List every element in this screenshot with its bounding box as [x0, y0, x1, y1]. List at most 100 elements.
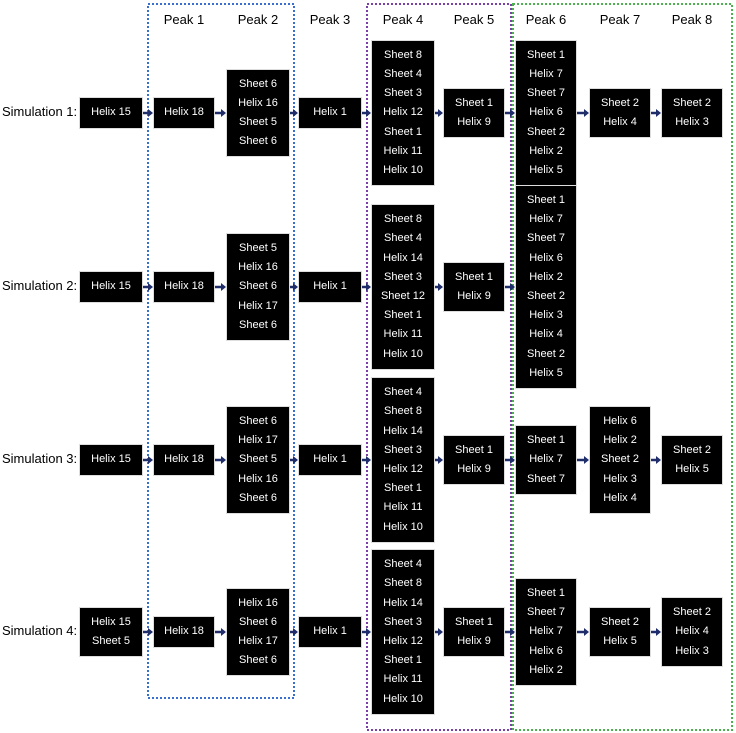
structure-element: Helix 15	[91, 280, 131, 293]
peak-header-5: Peak 5	[453, 12, 495, 27]
structure-element: Sheet 1	[455, 615, 493, 628]
structure-element: Sheet 7	[527, 472, 565, 485]
structure-element: Helix 18	[164, 453, 204, 466]
arrow-head	[438, 628, 443, 636]
structure-element: Helix 5	[529, 366, 563, 379]
arrow-head	[656, 628, 661, 636]
arrow-head	[438, 456, 443, 464]
arrow-head	[366, 456, 371, 464]
structure-element: Sheet 6	[239, 414, 277, 427]
arrow-head	[584, 456, 589, 464]
simulation-label-4: Simulation 4:	[2, 623, 78, 638]
structure-element: Helix 2	[529, 663, 563, 676]
structure-element: Sheet 1	[455, 443, 493, 456]
simulation-label-2: Simulation 2:	[2, 278, 78, 293]
simulation-label-3: Simulation 3:	[2, 451, 78, 466]
peaks-4-5-region	[366, 3, 512, 731]
state-box: Helix 15	[80, 98, 142, 128]
state-box: Helix 15	[80, 272, 142, 302]
structure-element: Helix 18	[164, 625, 204, 638]
structure-element: Helix 10	[383, 164, 423, 176]
structure-element: Sheet 5	[92, 634, 130, 647]
structure-element: Helix 10	[383, 520, 423, 533]
state-box: Helix 1	[299, 272, 361, 302]
structure-element: Helix 12	[383, 462, 423, 475]
structure-element: Sheet 6	[239, 135, 277, 148]
structure-element: Helix 9	[457, 634, 491, 647]
arrow-head	[293, 283, 298, 291]
structure-element: Helix 3	[529, 309, 563, 322]
structure-element: Helix 16	[238, 96, 278, 109]
structure-element: Helix 16	[238, 472, 278, 485]
arrow-head	[148, 109, 153, 117]
structure-element: Helix 2	[529, 270, 563, 283]
peak-header-1: Peak 1	[163, 12, 205, 27]
arrow-head	[221, 456, 226, 464]
structure-element: Sheet 1	[384, 309, 422, 322]
structure-element: Helix 1	[313, 453, 347, 466]
structure-element: Sheet 2	[527, 125, 565, 138]
arrow-head	[584, 109, 589, 117]
structure-element: Sheet 6	[239, 491, 277, 504]
structure-element: Sheet 2	[673, 606, 711, 619]
structure-element: Sheet 6	[239, 318, 277, 331]
structure-element: Sheet 1	[455, 270, 493, 283]
peak-header-3: Peak 3	[309, 12, 351, 27]
arrow-head	[293, 628, 298, 636]
arrow-head	[366, 628, 371, 636]
structure-element: Helix 11	[383, 328, 423, 341]
structure-element: Sheet 8	[384, 405, 422, 418]
structure-element: Helix 3	[675, 115, 709, 128]
structure-element: Sheet 1	[527, 434, 565, 447]
state-box: Helix 18	[154, 98, 214, 128]
state-box: Helix 1	[299, 617, 361, 647]
structure-element: Helix 1	[313, 625, 347, 638]
structure-element: Sheet 12	[380, 289, 426, 302]
structure-element: Helix 3	[603, 472, 637, 485]
structure-element: Sheet 2	[673, 443, 711, 456]
structure-element: Helix 2	[529, 144, 563, 157]
structure-element: Sheet 5	[239, 115, 277, 128]
structure-element: Helix 14	[383, 251, 423, 264]
arrow-head	[293, 456, 298, 464]
structure-element: Sheet 1	[527, 193, 565, 206]
structure-element: Helix 4	[603, 491, 637, 504]
arrow-head	[656, 456, 661, 464]
structure-element: Helix 5	[529, 164, 563, 176]
structure-element: Helix 17	[238, 299, 278, 312]
arrow-head	[366, 283, 371, 291]
structure-element: Helix 14	[383, 424, 423, 437]
structure-element: Helix 18	[164, 280, 204, 293]
structure-element: Helix 4	[675, 625, 709, 638]
state-box: Sheet 1 Helix 9	[444, 607, 504, 657]
arrow-head	[148, 456, 153, 464]
structure-element: Sheet 6	[239, 615, 277, 628]
state-box: Helix 1	[299, 445, 361, 475]
arrow-head	[510, 283, 515, 291]
structure-element: Helix 11	[383, 144, 423, 157]
structure-element: Sheet 8	[384, 48, 422, 61]
arrow-head	[221, 109, 226, 117]
arrow-head	[366, 109, 371, 117]
structure-element: Sheet 5	[239, 453, 277, 466]
structure-element: Sheet 4	[384, 67, 422, 80]
structure-element: Sheet 1	[455, 96, 493, 109]
structure-element: Helix 1	[313, 106, 347, 119]
structure-element: Sheet 6	[239, 654, 277, 667]
structure-element: Helix 4	[529, 328, 563, 341]
